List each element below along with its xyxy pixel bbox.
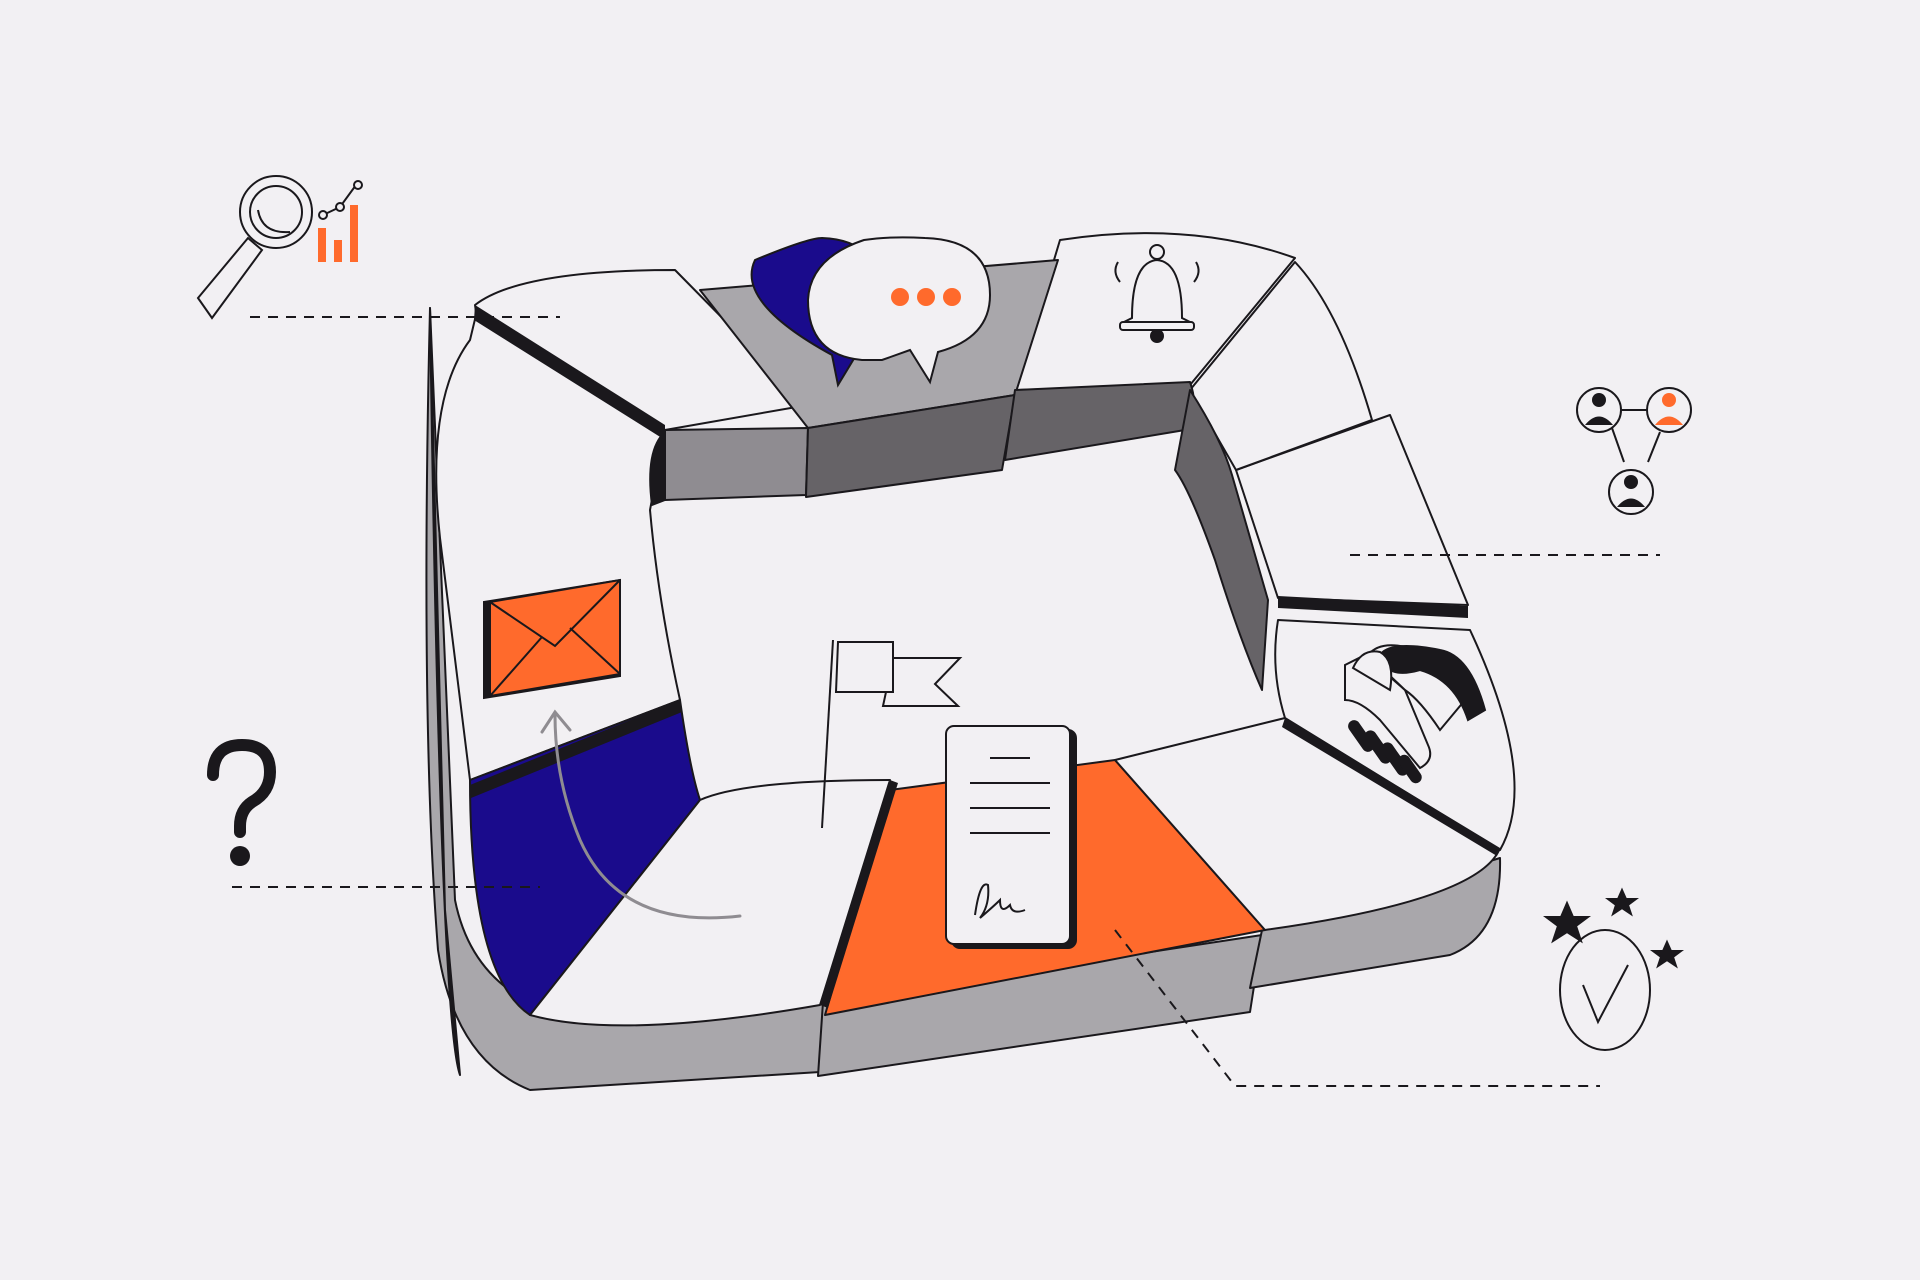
board-inner-walls	[649, 381, 1269, 691]
tile-right-upper	[1235, 414, 1469, 606]
flag-icon	[821, 639, 963, 829]
tile-separators	[470, 305, 1500, 1008]
magnifier-chart-icon	[196, 175, 363, 320]
check-badge-stars-icon	[1543, 887, 1684, 1051]
tile-top-right-corner	[1189, 261, 1373, 471]
speech-bubbles-icon	[750, 236, 992, 388]
people-network-icon	[1576, 387, 1692, 515]
journey-arrow	[540, 709, 742, 920]
handshake-icon	[1344, 644, 1487, 784]
envelope-icon	[483, 578, 621, 700]
bell-icon	[1114, 244, 1200, 343]
question-mark-icon	[207, 738, 277, 866]
tile-bottom-left	[529, 779, 891, 1027]
signed-document-icon	[945, 725, 1077, 949]
dashed-leaders	[232, 316, 1660, 1087]
tile-left-navy	[469, 699, 701, 1016]
